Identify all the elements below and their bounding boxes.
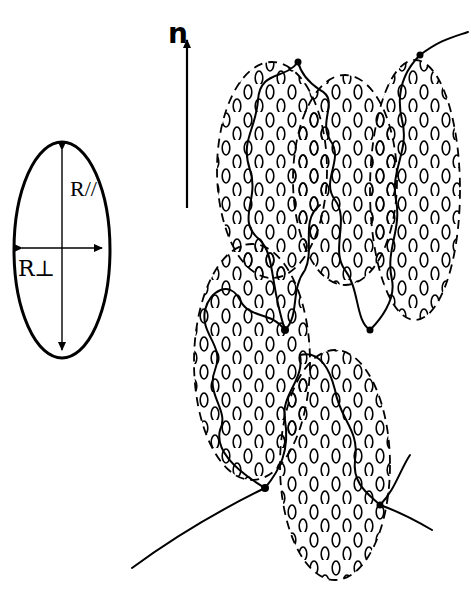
chain-junctions [261,52,424,509]
director-arrow [186,40,188,208]
dimension-label: R// [70,178,97,200]
polymer-chain [132,32,468,568]
gyration-ellipsoid [14,142,110,358]
dimension-label: R⊥ [18,258,55,280]
director-label: n [168,20,188,48]
dashed-outlines [194,60,460,580]
mesogen-domains [194,60,460,580]
